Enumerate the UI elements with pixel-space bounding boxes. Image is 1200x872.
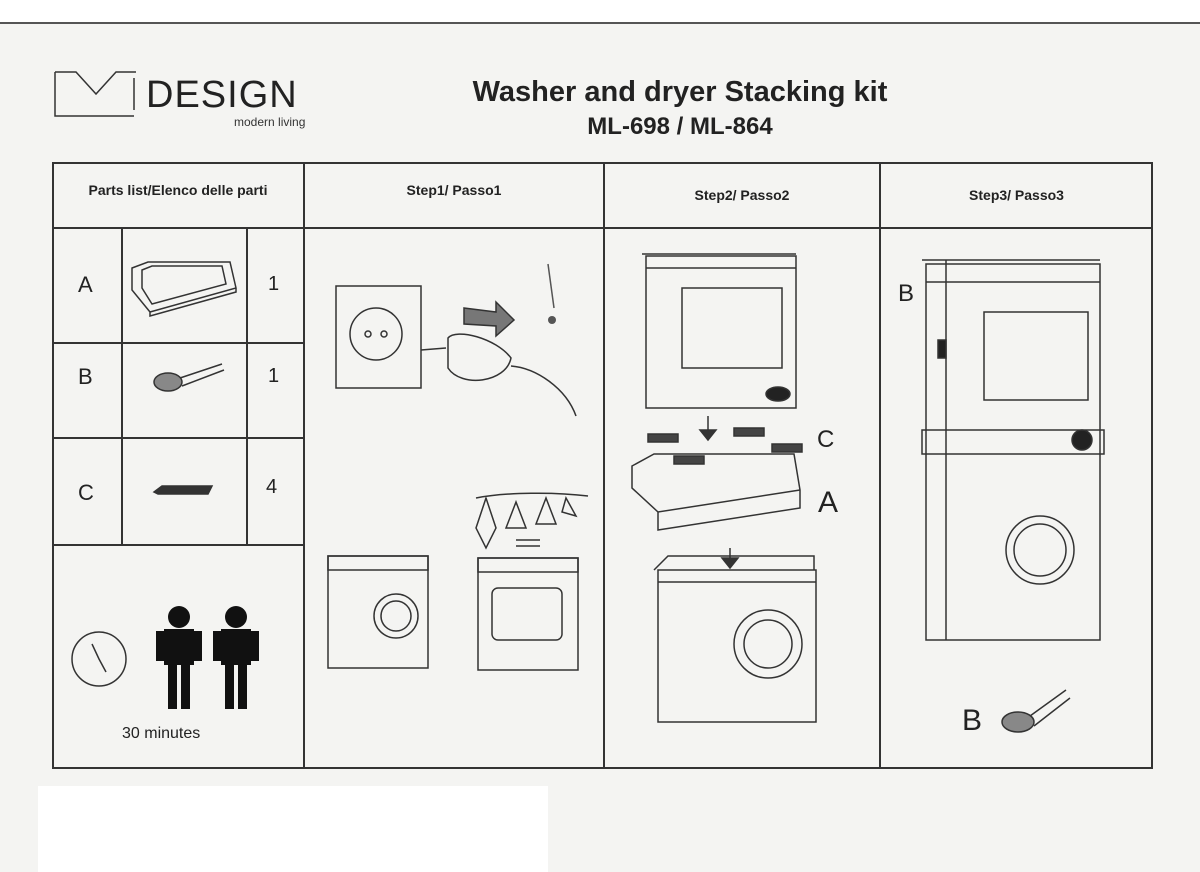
part-letter-c: C xyxy=(78,480,94,505)
m-design-logo-icon xyxy=(54,71,136,117)
part-letter-a: A xyxy=(78,272,93,297)
part-qty-a: 1 xyxy=(268,273,280,295)
part-qty-c: 4 xyxy=(266,476,278,498)
logo-tagline: modern living xyxy=(234,115,306,129)
stacking-illustration xyxy=(631,253,817,723)
header-step3: Step3/ Passo3 xyxy=(969,187,1064,203)
part-qty-b: 1 xyxy=(268,365,280,387)
label-b-bottom: B xyxy=(962,704,983,737)
scan-top-edge xyxy=(0,0,1200,25)
model-numbers: ML-698 / ML-864 xyxy=(587,113,773,140)
frame-a-icon xyxy=(131,261,237,317)
instruction-table xyxy=(52,162,1153,769)
two-persons-icon xyxy=(156,606,259,709)
label-a: A xyxy=(818,486,839,519)
document-title: Washer and dryer Stacking kit xyxy=(472,76,888,108)
logo-word: DESIGN xyxy=(146,74,298,116)
blank-area xyxy=(38,786,548,872)
pad-c-icon xyxy=(152,485,214,495)
strap-b-icon xyxy=(1001,689,1071,733)
header-step1: Step1/ Passo1 xyxy=(406,182,502,198)
label-b-top: B xyxy=(898,280,915,307)
strap-b-icon xyxy=(153,363,225,392)
header-step2: Step2/ Passo2 xyxy=(694,187,790,203)
unplugged-appliances-illustration xyxy=(327,492,589,671)
label-c: C xyxy=(817,426,835,453)
part-letter-b: B xyxy=(78,364,93,389)
unplug-socket-illustration xyxy=(335,263,577,417)
header-parts-list: Parts list/Elenco delle parti xyxy=(88,182,268,198)
clock-icon xyxy=(71,631,127,687)
document-page xyxy=(0,24,1200,872)
stacked-washer-dryer-illustration xyxy=(921,259,1105,641)
time-label: 30 minutes xyxy=(122,725,201,742)
